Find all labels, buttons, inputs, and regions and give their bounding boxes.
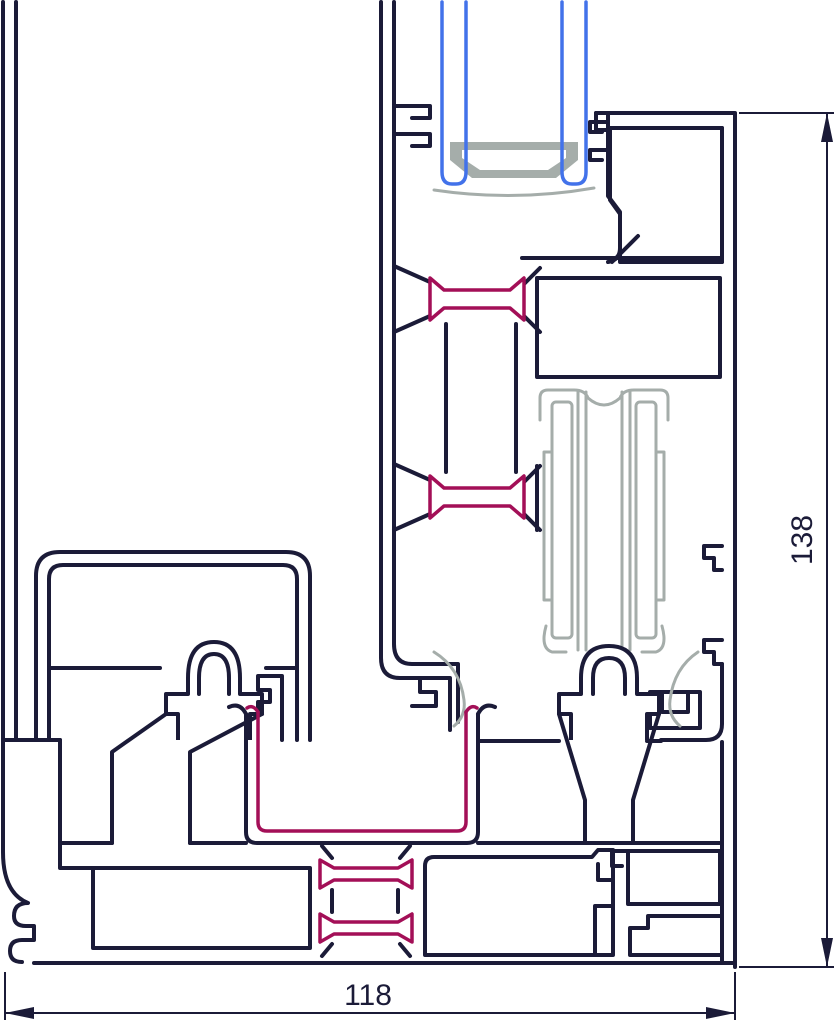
arrowhead-bottom (821, 938, 833, 967)
dimension-height: 138 (739, 112, 834, 968)
insulation-channel-liner (256, 710, 468, 833)
arrowhead-right (706, 1007, 735, 1019)
roller-plate-right (634, 400, 658, 640)
thermal-break-connectors-sash (428, 276, 526, 520)
roller-wheel (576, 390, 632, 652)
sash-leg-inner (392, 0, 460, 724)
guide-track-center (557, 644, 661, 845)
thermal-break (318, 912, 414, 944)
glazing-hook (392, 104, 432, 120)
brush-seals (432, 650, 700, 728)
height-dimension-label: 138 (786, 515, 819, 565)
sill-nose (1, 738, 36, 964)
thermal-break (428, 474, 526, 520)
width-dimension-label: 118 (344, 979, 392, 1012)
dimension-width: 118 (4, 972, 736, 1020)
glazing-hook (392, 132, 432, 148)
sash-shoe-right (659, 662, 724, 742)
sill-chambers (1, 674, 737, 965)
hardware-chamber (535, 276, 722, 379)
sash-bottom-rail (379, 0, 737, 969)
arrowhead-top (821, 113, 833, 142)
outer-wall-lines (1, 0, 62, 742)
sill-chamber-right-lower (628, 914, 724, 957)
brush-seal-right (668, 650, 700, 728)
glazing-bridge (432, 186, 596, 198)
arrowhead-left (5, 1007, 34, 1019)
glazing-unit (432, 0, 596, 198)
track-funnel-left (110, 712, 168, 845)
sash-leg-outer (379, 0, 452, 732)
cover-inner (47, 563, 299, 742)
sill-chamber-left (91, 866, 312, 950)
thermal-break-connectors-sill (318, 844, 414, 958)
insulation-channel-outer (244, 712, 480, 845)
sill-chamber-center-right (423, 848, 615, 957)
cover-outer (34, 550, 312, 742)
glass-pane-inner (560, 0, 588, 186)
thermal-break (428, 276, 526, 322)
thermal-break (318, 858, 414, 890)
sash-foot-hook (410, 676, 438, 708)
glass-pane-outer (440, 0, 468, 186)
roller-assembly (538, 388, 670, 666)
sill-chamber-right-upper (626, 849, 722, 906)
top-right-chamber (608, 126, 724, 264)
frame-sill-cover (34, 550, 312, 742)
guide-track-left (110, 640, 264, 845)
sill-upstand (256, 674, 284, 742)
brush-seal-left (432, 650, 466, 728)
roller-plate-left (550, 400, 574, 640)
